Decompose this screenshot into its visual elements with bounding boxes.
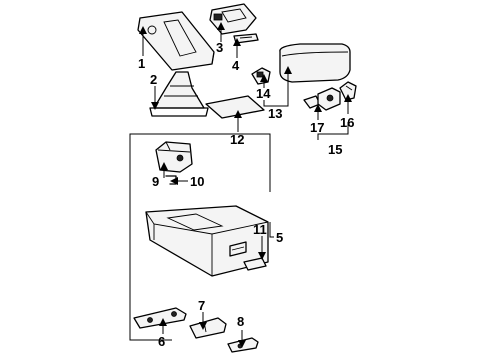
callout-labels: 1 2 3 4 5 6 7 8 9 10 11 12 13 14 15 16 1… (138, 40, 354, 349)
callout-16: 16 (340, 115, 354, 130)
callout-10: 10 (190, 174, 204, 189)
part-console-body (145, 205, 269, 277)
callout-14: 14 (256, 86, 271, 101)
callout-6: 6 (158, 334, 165, 349)
part-small-bracket (233, 33, 259, 44)
part-lock-assembly (303, 81, 357, 111)
callout-2: 2 (150, 72, 157, 87)
callout-5: 5 (276, 230, 283, 245)
console-group-box (129, 133, 271, 341)
callout-12: 12 (230, 132, 244, 147)
callout-9: 9 (152, 174, 159, 189)
callout-17: 17 (310, 120, 324, 135)
callout-4: 4 (232, 58, 240, 73)
callout-3: 3 (216, 40, 223, 55)
part-bracket-long (133, 307, 187, 329)
callout-8: 8 (237, 314, 244, 329)
leader-lines (139, 22, 352, 348)
callout-1: 1 (138, 56, 145, 71)
callout-15: 15 (328, 142, 342, 157)
part-shift-bezel (137, 11, 215, 71)
part-switch-panel (209, 3, 257, 35)
callout-13: 13 (268, 106, 282, 121)
part-shift-boot (149, 71, 209, 117)
part-bracket-mount (189, 317, 227, 339)
part-end-plate (243, 257, 267, 271)
callout-7: 7 (198, 298, 205, 313)
part-armrest-lid (279, 43, 351, 83)
callout-11: 11 (253, 222, 267, 237)
part-tray (205, 95, 265, 119)
